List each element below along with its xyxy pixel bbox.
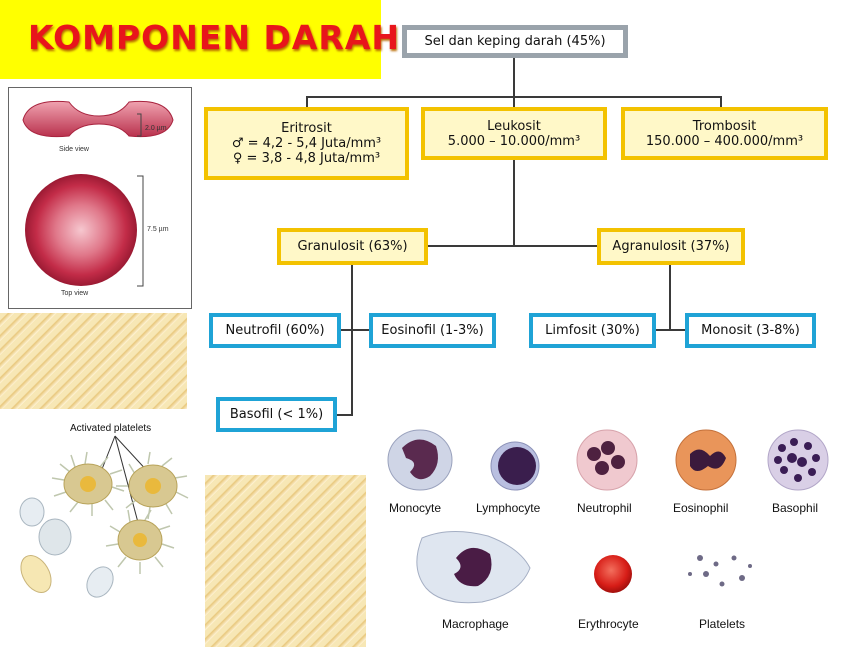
erythrocyte-icon [594, 555, 632, 593]
connector [306, 96, 308, 108]
eritrosit-female-range: ♀ = 3,8 - 4,8 Juta/mm³ [232, 151, 381, 166]
eosinofil-node: Eosinofil (1-3%) [369, 313, 496, 348]
side-measure-label: 2.0 µm [145, 125, 167, 132]
monosit-label: Monosit (3-8%) [701, 323, 800, 338]
connector [513, 159, 515, 246]
eosinophil-icon [675, 429, 737, 491]
basophil-caption: Basophil [772, 501, 819, 515]
neutrophil-icon [576, 429, 638, 491]
trombosit-title: Trombosit [692, 118, 757, 134]
connector [669, 264, 671, 330]
monocyte-caption: Monocyte [389, 501, 442, 515]
side-view-caption: Side view [59, 146, 89, 153]
leukosit-node: Leukosit 5.000 – 10.000/mm³ [421, 107, 607, 160]
root-label: Sel dan keping darah (45%) [424, 34, 606, 49]
lymphocyte-icon [490, 441, 540, 491]
top-measure-label: 7.5 µm [147, 226, 169, 233]
eosinophil-caption: Eosinophil [673, 501, 729, 515]
eritrosit-male-range: ♂ = 4,2 - 5,4 Juta/mm³ [231, 136, 382, 151]
connector [720, 96, 722, 108]
basophil-icon [767, 429, 829, 491]
neutrophil-caption: Neutrophil [577, 501, 632, 515]
title-band [0, 0, 381, 79]
macrophage-caption: Macrophage [442, 617, 509, 631]
connector [351, 264, 353, 415]
lymphocyte-caption: Lymphocyte [476, 501, 541, 515]
neutrofil-node: Neutrofil (60%) [209, 313, 341, 348]
monosit-node: Monosit (3-8%) [685, 313, 816, 348]
limfosit-label: Limfosit (30%) [545, 323, 640, 338]
connector [513, 57, 515, 97]
trombosit-range: 150.000 – 400.000/mm³ [645, 133, 804, 149]
leukosit-range: 5.000 – 10.000/mm³ [447, 133, 581, 149]
activated-platelets-label: Activated platelets [70, 423, 152, 434]
agranulosit-label: Agranulosit (37%) [612, 239, 730, 254]
granulosit-node: Granulosit (63%) [277, 228, 428, 265]
connector [427, 245, 598, 247]
eritrosit-title: Eritrosit [281, 121, 332, 136]
rbc-figure: 2.0 µm Side view 7.5 µm Top view [8, 87, 192, 309]
basofil-node: Basofil (< 1%) [216, 397, 337, 432]
erythrocyte-caption: Erythrocyte [578, 617, 639, 631]
basofil-label: Basofil (< 1%) [229, 407, 324, 422]
neutrofil-label: Neutrofil (60%) [225, 323, 325, 338]
platelets-icon [688, 555, 752, 587]
root-node: Sel dan keping darah (45%) [402, 25, 628, 58]
decorative-stripes-bottom [205, 475, 366, 647]
connector [336, 414, 353, 416]
agranulosit-node: Agranulosit (37%) [597, 228, 745, 265]
platelet-illustration [19, 435, 189, 598]
monocyte-icon [387, 429, 453, 491]
page-title: KOMPONEN DARAH [28, 18, 400, 57]
top-view-caption: Top view [61, 290, 89, 297]
platelets-caption: Platelets [699, 617, 746, 631]
granulosit-label: Granulosit (63%) [297, 239, 408, 254]
blood-cell-gallery [387, 429, 829, 604]
decorative-stripes-left [0, 313, 187, 409]
rbc-illustration [22, 100, 174, 287]
connector [340, 329, 370, 331]
leukosit-title: Leukosit [487, 118, 541, 134]
eosinofil-label: Eosinofil (1-3%) [381, 323, 484, 338]
connector [513, 96, 515, 108]
eritrosit-node: Eritrosit ♂ = 4,2 - 5,4 Juta/mm³ ♀ = 3,8… [204, 107, 409, 180]
macrophage-icon [416, 530, 531, 604]
connector [655, 329, 685, 331]
limfosit-node: Limfosit (30%) [529, 313, 656, 348]
trombosit-node: Trombosit 150.000 – 400.000/mm³ [621, 107, 828, 160]
platelet-figure: Activated platelets [0, 412, 205, 622]
